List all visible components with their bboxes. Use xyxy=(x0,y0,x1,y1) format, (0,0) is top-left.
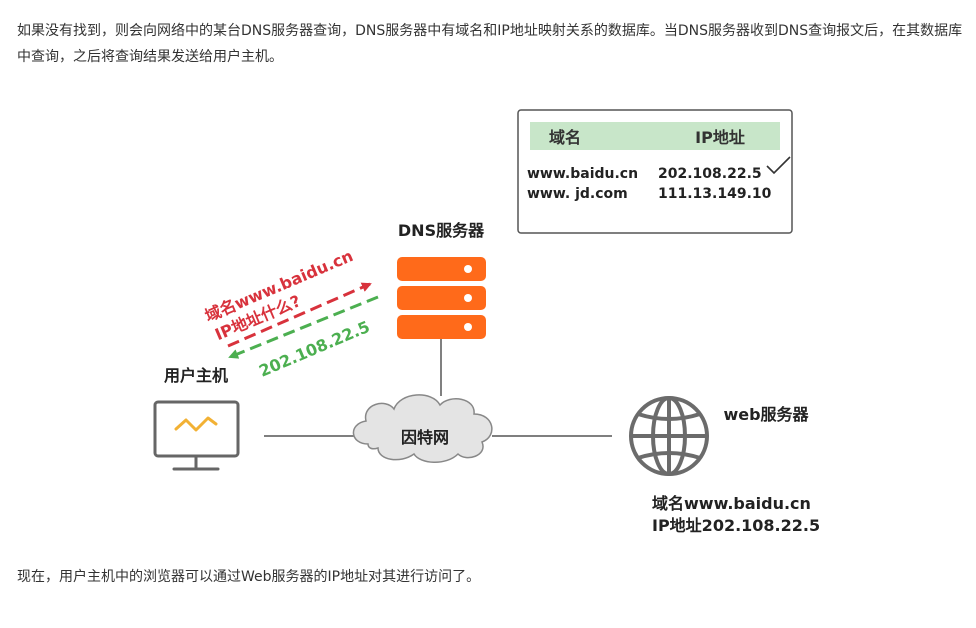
globe-icon xyxy=(629,396,709,476)
server-stack-icon xyxy=(397,257,486,339)
internet-label: 因特网 xyxy=(401,428,449,447)
table-row-domain: www.baidu.cn xyxy=(527,166,638,182)
dns-server-label: DNS服务器 xyxy=(398,221,485,240)
table-header-domain: 域名 xyxy=(549,128,581,147)
query-arrow xyxy=(227,282,372,348)
table-row-domain: www. jd.com xyxy=(527,186,628,202)
cloud-icon xyxy=(352,394,493,463)
table-header-ip: IP地址 xyxy=(695,128,745,147)
web-ip-text: IP地址202.108.22.5 xyxy=(652,516,820,535)
monitor-icon xyxy=(153,400,240,471)
check-icon xyxy=(766,156,791,175)
table-row-ip: 202.108.22.5 xyxy=(658,166,762,182)
user-host-label: 用户主机 xyxy=(164,366,228,385)
web-server-label: web服务器 xyxy=(723,405,809,424)
outro-paragraph: 现在，用户主机中的浏览器可以通过Web服务器的IP地址对其进行访问了。 xyxy=(17,569,481,585)
dns-database-table: 域名 IP地址 www.baidu.cn 202.108.22.5 www. j… xyxy=(517,109,793,234)
reply-ip-text: 202.108.22.5 xyxy=(256,317,372,381)
intro-paragraph: 如果没有找到，则会向网络中的某台DNS服务器查询，DNS服务器中有域名和IP地址… xyxy=(17,23,963,65)
table-row-ip: 111.13.149.10 xyxy=(658,186,772,202)
table-header-background xyxy=(530,122,780,150)
web-domain-text: 域名www.baidu.cn xyxy=(652,494,811,513)
reply-arrow xyxy=(228,295,379,359)
